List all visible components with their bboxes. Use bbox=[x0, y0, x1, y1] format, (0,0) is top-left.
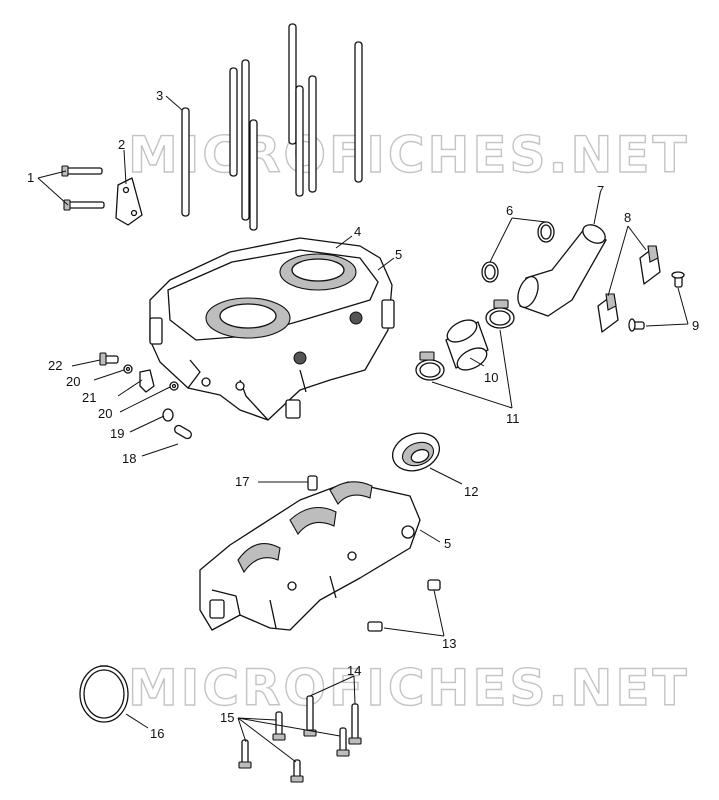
part-8-brackets bbox=[597, 245, 661, 333]
part-20-washers bbox=[123, 364, 179, 391]
watermark-bottom: MICROFICHES.NET bbox=[128, 659, 690, 717]
callout-18: 18 bbox=[122, 451, 136, 466]
callout-4: 4 bbox=[354, 224, 361, 239]
callout-21: 21 bbox=[82, 390, 96, 405]
callout-15: 15 bbox=[220, 710, 234, 725]
part-15-bolts bbox=[238, 711, 350, 783]
part-22-bolt bbox=[99, 352, 119, 366]
callout-11: 11 bbox=[506, 411, 520, 426]
part-19-plug bbox=[162, 408, 174, 422]
part-18-pin bbox=[174, 424, 192, 440]
callout-7: 7 bbox=[597, 183, 604, 198]
callout-14: 14 bbox=[347, 663, 361, 678]
part-2-cover-plate bbox=[115, 177, 143, 226]
callout-3: 3 bbox=[156, 88, 163, 103]
part-13-plugs bbox=[367, 579, 441, 632]
callout-10: 10 bbox=[484, 370, 498, 385]
callout-17: 17 bbox=[235, 474, 249, 489]
callout-8: 8 bbox=[624, 210, 631, 225]
part-5-upper-crankcase bbox=[149, 237, 395, 421]
callout-20-upper: 20 bbox=[66, 374, 80, 389]
callout-1: 1 bbox=[27, 170, 34, 185]
callout-19: 19 bbox=[110, 426, 124, 441]
part-6-o-rings bbox=[481, 221, 555, 283]
part-7-elbow-tube bbox=[517, 224, 607, 317]
leader-lines bbox=[37, 95, 689, 763]
watermark-top: MICROFICHES.NET bbox=[128, 126, 690, 184]
callout-22: 22 bbox=[48, 358, 62, 373]
callout-9: 9 bbox=[692, 318, 699, 333]
part-14-bolts bbox=[303, 695, 362, 745]
part-9-screws bbox=[628, 271, 685, 332]
callout-labels: 1 2 3 4 5 6 7 8 9 10 11 12 5 13 14 15 16… bbox=[27, 88, 699, 741]
callout-20-lower: 20 bbox=[98, 406, 112, 421]
part-11-clamps bbox=[415, 299, 515, 381]
part-5-lower-crankcase bbox=[199, 481, 421, 631]
part-17-stud bbox=[307, 475, 318, 491]
part-3-studs bbox=[181, 23, 363, 231]
part-21-fitting bbox=[139, 369, 155, 393]
part-12-seal bbox=[391, 432, 441, 472]
callout-5-lower: 5 bbox=[444, 536, 451, 551]
part-16-ring bbox=[79, 665, 129, 723]
callout-5-upper: 5 bbox=[395, 247, 402, 262]
part-1-bolts bbox=[61, 165, 105, 211]
callout-6: 6 bbox=[506, 203, 513, 218]
callout-12: 12 bbox=[464, 484, 478, 499]
callout-2: 2 bbox=[118, 137, 125, 152]
callout-16: 16 bbox=[150, 726, 164, 741]
callout-13: 13 bbox=[442, 636, 456, 651]
